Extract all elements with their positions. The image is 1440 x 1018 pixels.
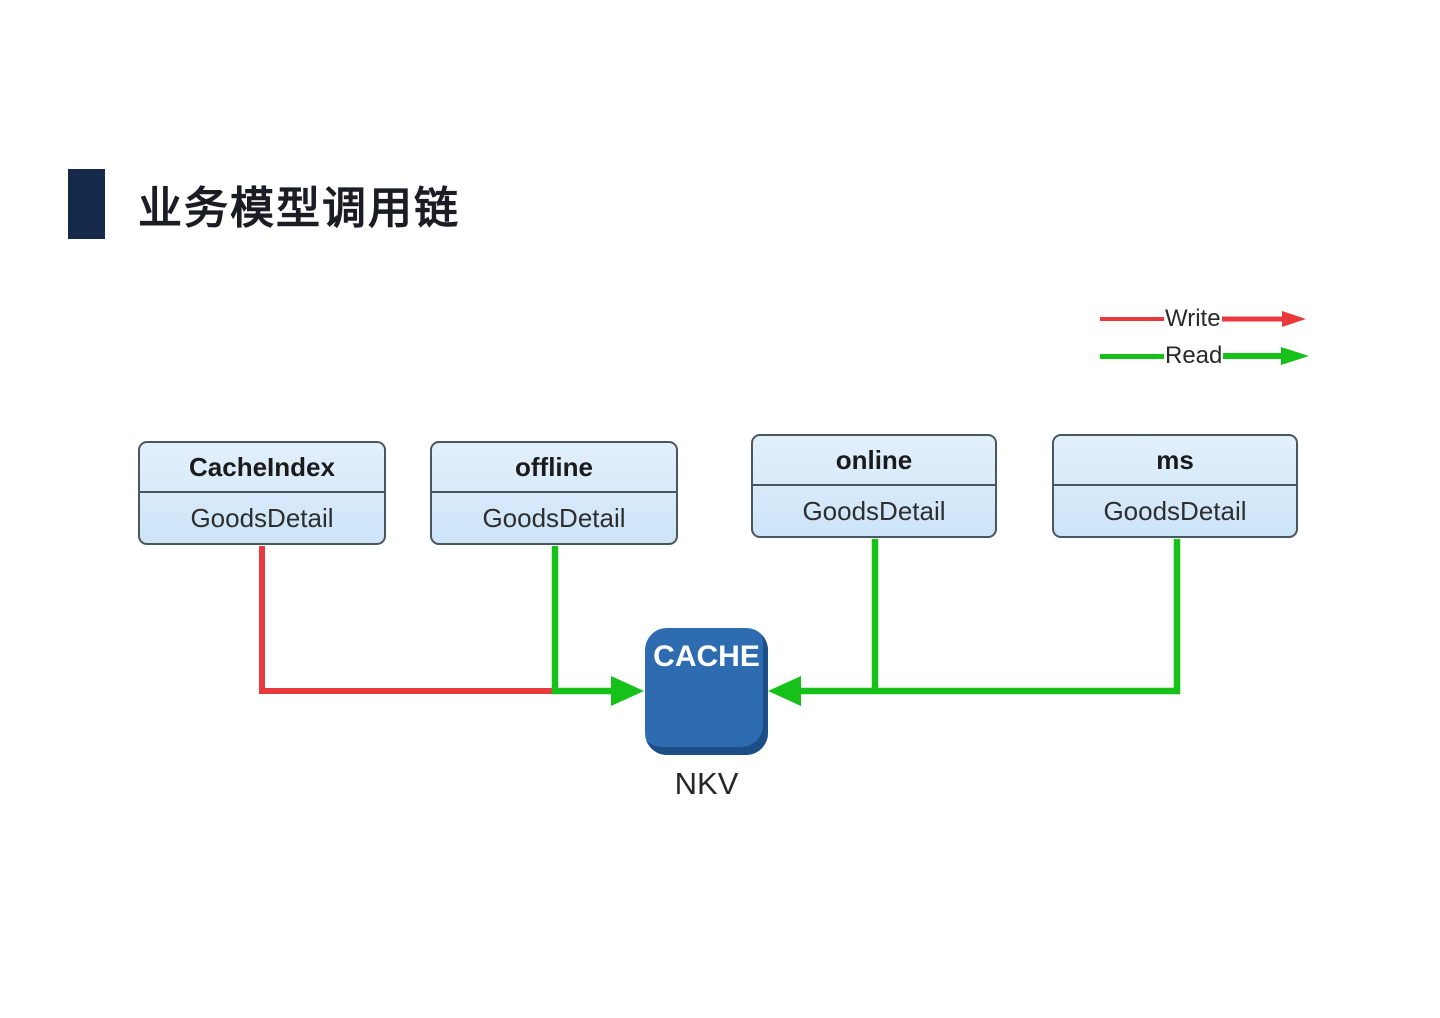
legend-write-row: Write: [1100, 304, 1315, 334]
legend-write-label: Write: [1165, 305, 1221, 332]
read-connector-ms-to-cache: [799, 539, 1181, 695]
node-ms-value: GoodsDetail: [1103, 495, 1247, 526]
page-title: 业务模型调用链: [138, 184, 460, 233]
node-offline: offline GoodsDetail: [430, 441, 678, 545]
legend-read-label: Read: [1165, 342, 1223, 369]
node-cacheindex: CacheIndex GoodsDetail: [138, 441, 386, 545]
write-line-segment: [1100, 317, 1164, 321]
node-online: online GoodsDetail: [751, 434, 997, 538]
legend: Write Read: [1100, 304, 1315, 378]
read-arrow-icon: [1223, 347, 1310, 365]
node-ms-title: ms: [1054, 436, 1296, 486]
node-online-title: online: [753, 436, 995, 486]
node-online-value: GoodsDetail: [802, 495, 946, 526]
cache-node: CACHE: [645, 628, 768, 755]
write-arrow-icon: [1221, 311, 1306, 327]
read-connector-offline-to-cache: [551, 546, 613, 695]
node-cacheindex-value: GoodsDetail: [190, 502, 334, 533]
node-offline-value: GoodsDetail: [482, 502, 626, 533]
read-arrowhead-left-icon: [611, 676, 644, 706]
title-accent-bar: [68, 169, 105, 239]
node-ms: ms GoodsDetail: [1052, 434, 1298, 538]
cache-node-label: CACHE: [653, 640, 760, 673]
node-offline-title: offline: [432, 443, 676, 493]
node-cacheindex-title: CacheIndex: [140, 443, 384, 493]
read-line-segment: [1100, 353, 1164, 359]
cache-node-sublabel: NKV: [674, 766, 739, 801]
write-connector-cacheindex-to-cache: [259, 546, 558, 694]
read-arrowhead-right-icon: [768, 676, 801, 706]
legend-read-row: Read: [1100, 341, 1315, 371]
